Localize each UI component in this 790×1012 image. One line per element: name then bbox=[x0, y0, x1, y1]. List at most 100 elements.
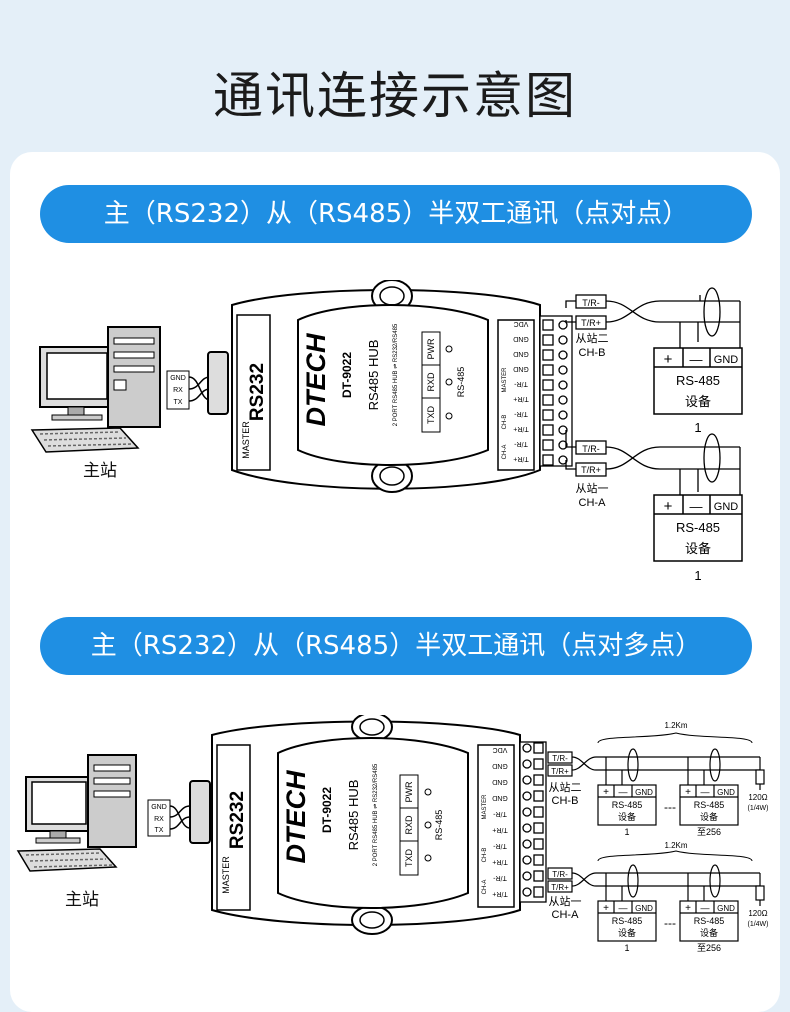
terminal-label: VDC bbox=[514, 320, 529, 327]
line-minus-b: T/R- bbox=[582, 298, 600, 308]
device-a256-node: 至256 bbox=[697, 943, 721, 953]
master-pc-label: 主站 bbox=[65, 890, 99, 909]
db9-connector bbox=[207, 351, 229, 415]
rs485-device-b1 bbox=[597, 784, 657, 826]
device-a-plus: + bbox=[664, 498, 673, 515]
line-minus-a: T/R- bbox=[552, 870, 568, 879]
side-tag-ch-b: CH-B bbox=[502, 415, 508, 430]
device-b256-plus: + bbox=[685, 787, 691, 798]
section-heading-point-to-multipoint: 主（RS232）从（RS485）半双工通讯（点对多点） bbox=[40, 617, 752, 675]
device-a-minus: — bbox=[690, 499, 703, 514]
device-b256-cn: 设备 bbox=[700, 811, 718, 822]
hub-rs232-label: RS232 bbox=[227, 791, 248, 849]
device-b1-name: RS-485 bbox=[612, 800, 643, 810]
line-plus-a: T/R+ bbox=[581, 465, 601, 475]
device-a256-name: RS-485 bbox=[694, 916, 725, 926]
hub-rs485-label: RS-485 bbox=[434, 810, 444, 841]
device-a-gnd: GND bbox=[714, 501, 739, 513]
terminator-note-a: (1/4W) bbox=[748, 921, 769, 928]
device-a256-cn: 设备 bbox=[700, 927, 718, 938]
rs485-device-b bbox=[653, 347, 743, 415]
device-b256-minus: — bbox=[701, 787, 710, 797]
device-b-plus: + bbox=[664, 351, 673, 368]
device-a-name: RS-485 bbox=[676, 520, 720, 535]
device-b-minus: — bbox=[690, 352, 703, 367]
rs485-device-a256 bbox=[679, 900, 739, 942]
channel-b-wiring bbox=[547, 732, 765, 790]
slave-b-station: 从站二 bbox=[576, 331, 609, 345]
terminal-labels: VDC GND GND GND T/R- T/R+ T/R- T/R+ T/R-… bbox=[513, 320, 529, 462]
pin-rx: RX bbox=[173, 387, 183, 394]
slave-a-station: 从站一 bbox=[576, 481, 609, 495]
hub-product: RS485 HUB bbox=[366, 340, 381, 411]
serial-cable bbox=[169, 805, 191, 830]
line-minus-a: T/R- bbox=[582, 444, 600, 454]
page-title: 通讯连接示意图 bbox=[213, 67, 577, 125]
pin-gnd: GND bbox=[170, 375, 186, 382]
db9-connector bbox=[189, 780, 211, 844]
hub-leds: TXD RXD PWR bbox=[421, 331, 453, 433]
terminal-label: GND bbox=[513, 335, 529, 342]
rs485-device-a1 bbox=[597, 900, 657, 942]
hub-subtitle: 2 PORT RS485 HUB ⇌ RS232/RS485 bbox=[372, 763, 379, 866]
terminal-labels: VDC GND GND GND T/R- T/R+ T/R- T/R+ T/R-… bbox=[492, 746, 508, 897]
rs485-device-b256 bbox=[679, 784, 739, 826]
terminal-side-tags: MASTER CH-B CH-A bbox=[502, 367, 508, 459]
terminal-label: T/R+ bbox=[513, 455, 528, 462]
device-a256-gnd: GND bbox=[717, 904, 735, 913]
devices-gap-b: --- bbox=[664, 800, 676, 814]
channel-b-wiring bbox=[565, 287, 741, 355]
master-pc bbox=[30, 326, 161, 453]
terminal-label: T/R- bbox=[493, 810, 507, 817]
device-b-name: RS-485 bbox=[676, 373, 720, 388]
channel-a-wiring bbox=[547, 850, 765, 906]
device-a1-minus: — bbox=[619, 903, 628, 913]
diagram-point-to-multipoint: 主站 GND RX TX RS232 MASTER DTECH DT-9022 … bbox=[16, 715, 769, 953]
pc-pin-labels: GND RX TX bbox=[147, 799, 171, 837]
dtech-hub bbox=[211, 715, 521, 935]
line-minus-b: T/R- bbox=[552, 754, 568, 763]
pc-pin-labels: GND RX TX bbox=[166, 370, 190, 410]
hub-rs232-label: RS232 bbox=[247, 363, 268, 421]
led-rxd: RXD bbox=[426, 372, 436, 392]
terminal-block bbox=[519, 741, 547, 903]
led-rxd: RXD bbox=[404, 815, 414, 835]
led-txd: TXD bbox=[404, 848, 414, 867]
device-a-cn: 设备 bbox=[685, 541, 711, 556]
terminator-note-b: (1/4W) bbox=[748, 805, 769, 812]
hub-model: DT-9022 bbox=[340, 352, 354, 398]
line-plus-b: T/R+ bbox=[581, 318, 601, 328]
line-plus-b: T/R+ bbox=[551, 767, 569, 776]
dtech-hub bbox=[231, 280, 541, 493]
rs485-device-a bbox=[653, 494, 743, 562]
pin-rx: RX bbox=[154, 816, 164, 823]
pin-tx: TX bbox=[155, 827, 164, 834]
hub-product: RS485 HUB bbox=[346, 780, 361, 851]
terminal-label: GND bbox=[513, 350, 529, 357]
device-a256-minus: — bbox=[701, 903, 710, 913]
cable-length-a: 1.2Km bbox=[664, 841, 687, 850]
slave-b-channel: CH-B bbox=[552, 795, 579, 807]
device-a256-plus: + bbox=[685, 903, 691, 914]
terminal-label: T/R+ bbox=[492, 858, 507, 865]
device-b-cn: 设备 bbox=[685, 394, 711, 409]
hub-rs485-label: RS-485 bbox=[456, 367, 466, 398]
device-b1-minus: — bbox=[619, 787, 628, 797]
dtech-logo: DTECH bbox=[281, 770, 311, 863]
devices-gap-a: --- bbox=[664, 916, 676, 930]
device-b-node: 1 bbox=[694, 420, 701, 435]
side-tag-ch-a: CH-A bbox=[482, 880, 488, 895]
terminal-label: T/R+ bbox=[513, 425, 528, 432]
device-a1-plus: + bbox=[603, 903, 609, 914]
serial-cable bbox=[188, 376, 211, 402]
terminal-label: GND bbox=[492, 778, 508, 785]
slave-a-channel: CH-A bbox=[579, 497, 607, 509]
device-a1-cn: 设备 bbox=[618, 927, 636, 938]
led-pwr: PWR bbox=[426, 338, 436, 359]
side-tag-ch-a: CH-A bbox=[502, 445, 508, 460]
hub-leds: TXD RXD PWR bbox=[399, 774, 432, 876]
device-a1-name: RS-485 bbox=[612, 916, 643, 926]
led-pwr: PWR bbox=[404, 781, 414, 802]
terminal-block bbox=[539, 315, 573, 467]
